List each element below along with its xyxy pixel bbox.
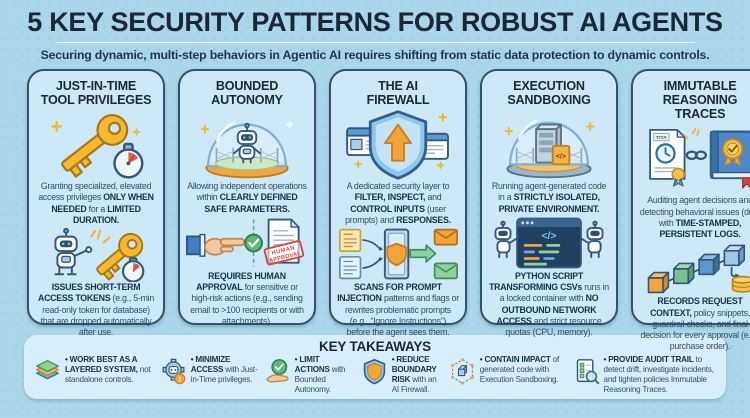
svg-text:</>: </>: [556, 154, 566, 161]
card-description-top: Allowing independent operations within C…: [187, 181, 307, 214]
card-description-bottom: ISSUES SHORT-TERM ACCESS TOKENS (e.g., 5…: [37, 282, 155, 338]
title-divider: [55, 42, 695, 43]
card-description-top: Running agent-generated code in a STRICT…: [491, 181, 607, 214]
takeaway-text: • PROVIDE AUDIT TRAIL to detect drift, i…: [603, 355, 714, 395]
sandbox-cube-icon: [449, 355, 476, 385]
card-title: JUST-IN-TIME TOOL PRIVILEGES: [40, 79, 152, 108]
takeaways-items: • WORK BEST AS A LAYERED SYSTEM, not sta…: [34, 355, 716, 395]
page-title: 5 KEY SECURITY PATTERNS FOR ROBUST AI AG…: [27, 7, 723, 37]
human-approval-icon: HUMAN APPROVAL: [186, 215, 308, 271]
card-title: THE AI FIREWALL: [366, 79, 430, 108]
header: 5 KEY SECURITY PATTERNS FOR ROBUST AI AG…: [0, 0, 750, 62]
audit-trail-icon: [573, 355, 600, 385]
card-title: IMMUTABLE REASONING TRACES: [662, 79, 738, 122]
takeaway-text: • LIMIT ACTIONS with Bounded Autonomy.: [294, 355, 346, 395]
svg-text:</>: </>: [542, 231, 557, 242]
svg-text:HUMAN: HUMAN: [271, 245, 295, 257]
layered-stack-icon: [34, 355, 61, 385]
pattern-cards-row: JUST-IN-TIME TOOL PRIVILEGES: [0, 69, 750, 351]
card-title: EXECUTION SANDBOXING: [507, 79, 591, 108]
takeaway-minimize-access: ! • MINIMIZE ACCESS with Just-in-Time pr…: [160, 355, 259, 385]
card-execution-sandboxing: EXECUTION SANDBOXING: [480, 69, 618, 337]
card-description-top: Auditing agent decisions and detecting b…: [639, 195, 750, 240]
firewall-flow-icon: [337, 226, 459, 282]
key-takeaways-panel: KEY TAKEAWAYS • WORK BEST AS A LAYERED S…: [24, 335, 726, 399]
card-the-ai-firewall: THE AI FIREWALL: [329, 69, 467, 337]
takeaway-reduce-boundary-risk: • REDUCE BOUNDARY RISK with an AI Firewa…: [361, 355, 444, 395]
audit-doc-book-icon: TITA: [641, 121, 750, 195]
takeaway-provide-audit-trail: • PROVIDE AUDIT TRAIL to detect drift, i…: [573, 355, 716, 395]
svg-text:!: !: [178, 374, 180, 383]
card-description-bottom: SCANS FOR PROMPT INJECTION patterns and …: [337, 282, 459, 338]
page-subtitle: Securing dynamic, multi-step behaviors i…: [40, 48, 710, 62]
card-title: BOUNDED AUTONOMY: [211, 79, 283, 108]
key-stopwatch-icon: [37, 107, 155, 181]
card-description-bottom: PYTHON SCRIPT TRANSFORMING CSVs runs in …: [489, 270, 609, 338]
card-description-bottom: RECORDS REQUEST CONTEXT, policy snippets…: [640, 296, 750, 352]
takeaway-text: • WORK BEST AS A LAYERED SYSTEM, not sta…: [65, 355, 151, 385]
takeaway-limit-actions: • LIMIT ACTIONS with Bounded Autonomy.: [264, 355, 356, 395]
card-bounded-autonomy: BOUNDED AUTONOMY: [178, 69, 316, 326]
shield-windows-icon: [339, 107, 457, 181]
takeaway-text: • MINIMIZE ACCESS with Just-in-Time priv…: [190, 355, 258, 385]
takeaways-title: KEY TAKEAWAYS: [319, 339, 431, 354]
takeaway-text: • CONTAIN IMPACT of generated code with …: [479, 355, 560, 385]
svg-text:TITA: TITA: [656, 135, 667, 141]
takeaway-layered-system: • WORK BEST AS A LAYERED SYSTEM, not sta…: [34, 355, 155, 385]
robot-gear-alert-icon: !: [160, 355, 187, 385]
card-immutable-reasoning-traces: IMMUTABLE REASONING TRACES TITA: [631, 69, 750, 351]
card-just-in-time-tool-privileges: JUST-IN-TIME TOOL PRIVILEGES: [27, 69, 165, 337]
card-description-bottom: REQUIRES HUMAN APPROVAL for sensitive or…: [190, 270, 304, 326]
server-dome-icon: </>: [490, 107, 608, 181]
blockchain-log-icon: [639, 240, 750, 296]
shield-icon: [361, 355, 388, 385]
hand-check-icon: [264, 355, 291, 385]
robot-dome-icon: [188, 107, 306, 181]
card-description-top: Granting specialized, elevated access pr…: [38, 181, 154, 225]
card-description-top: A dedicated security layer to FILTER, IN…: [345, 181, 451, 225]
robots-code-window-icon: </>: [488, 215, 610, 271]
robot-key-token-icon: [35, 226, 157, 283]
takeaway-contain-impact: • CONTAIN IMPACT of generated code with …: [449, 355, 568, 385]
takeaway-text: • REDUCE BOUNDARY RISK with an AI Firewa…: [391, 355, 437, 395]
